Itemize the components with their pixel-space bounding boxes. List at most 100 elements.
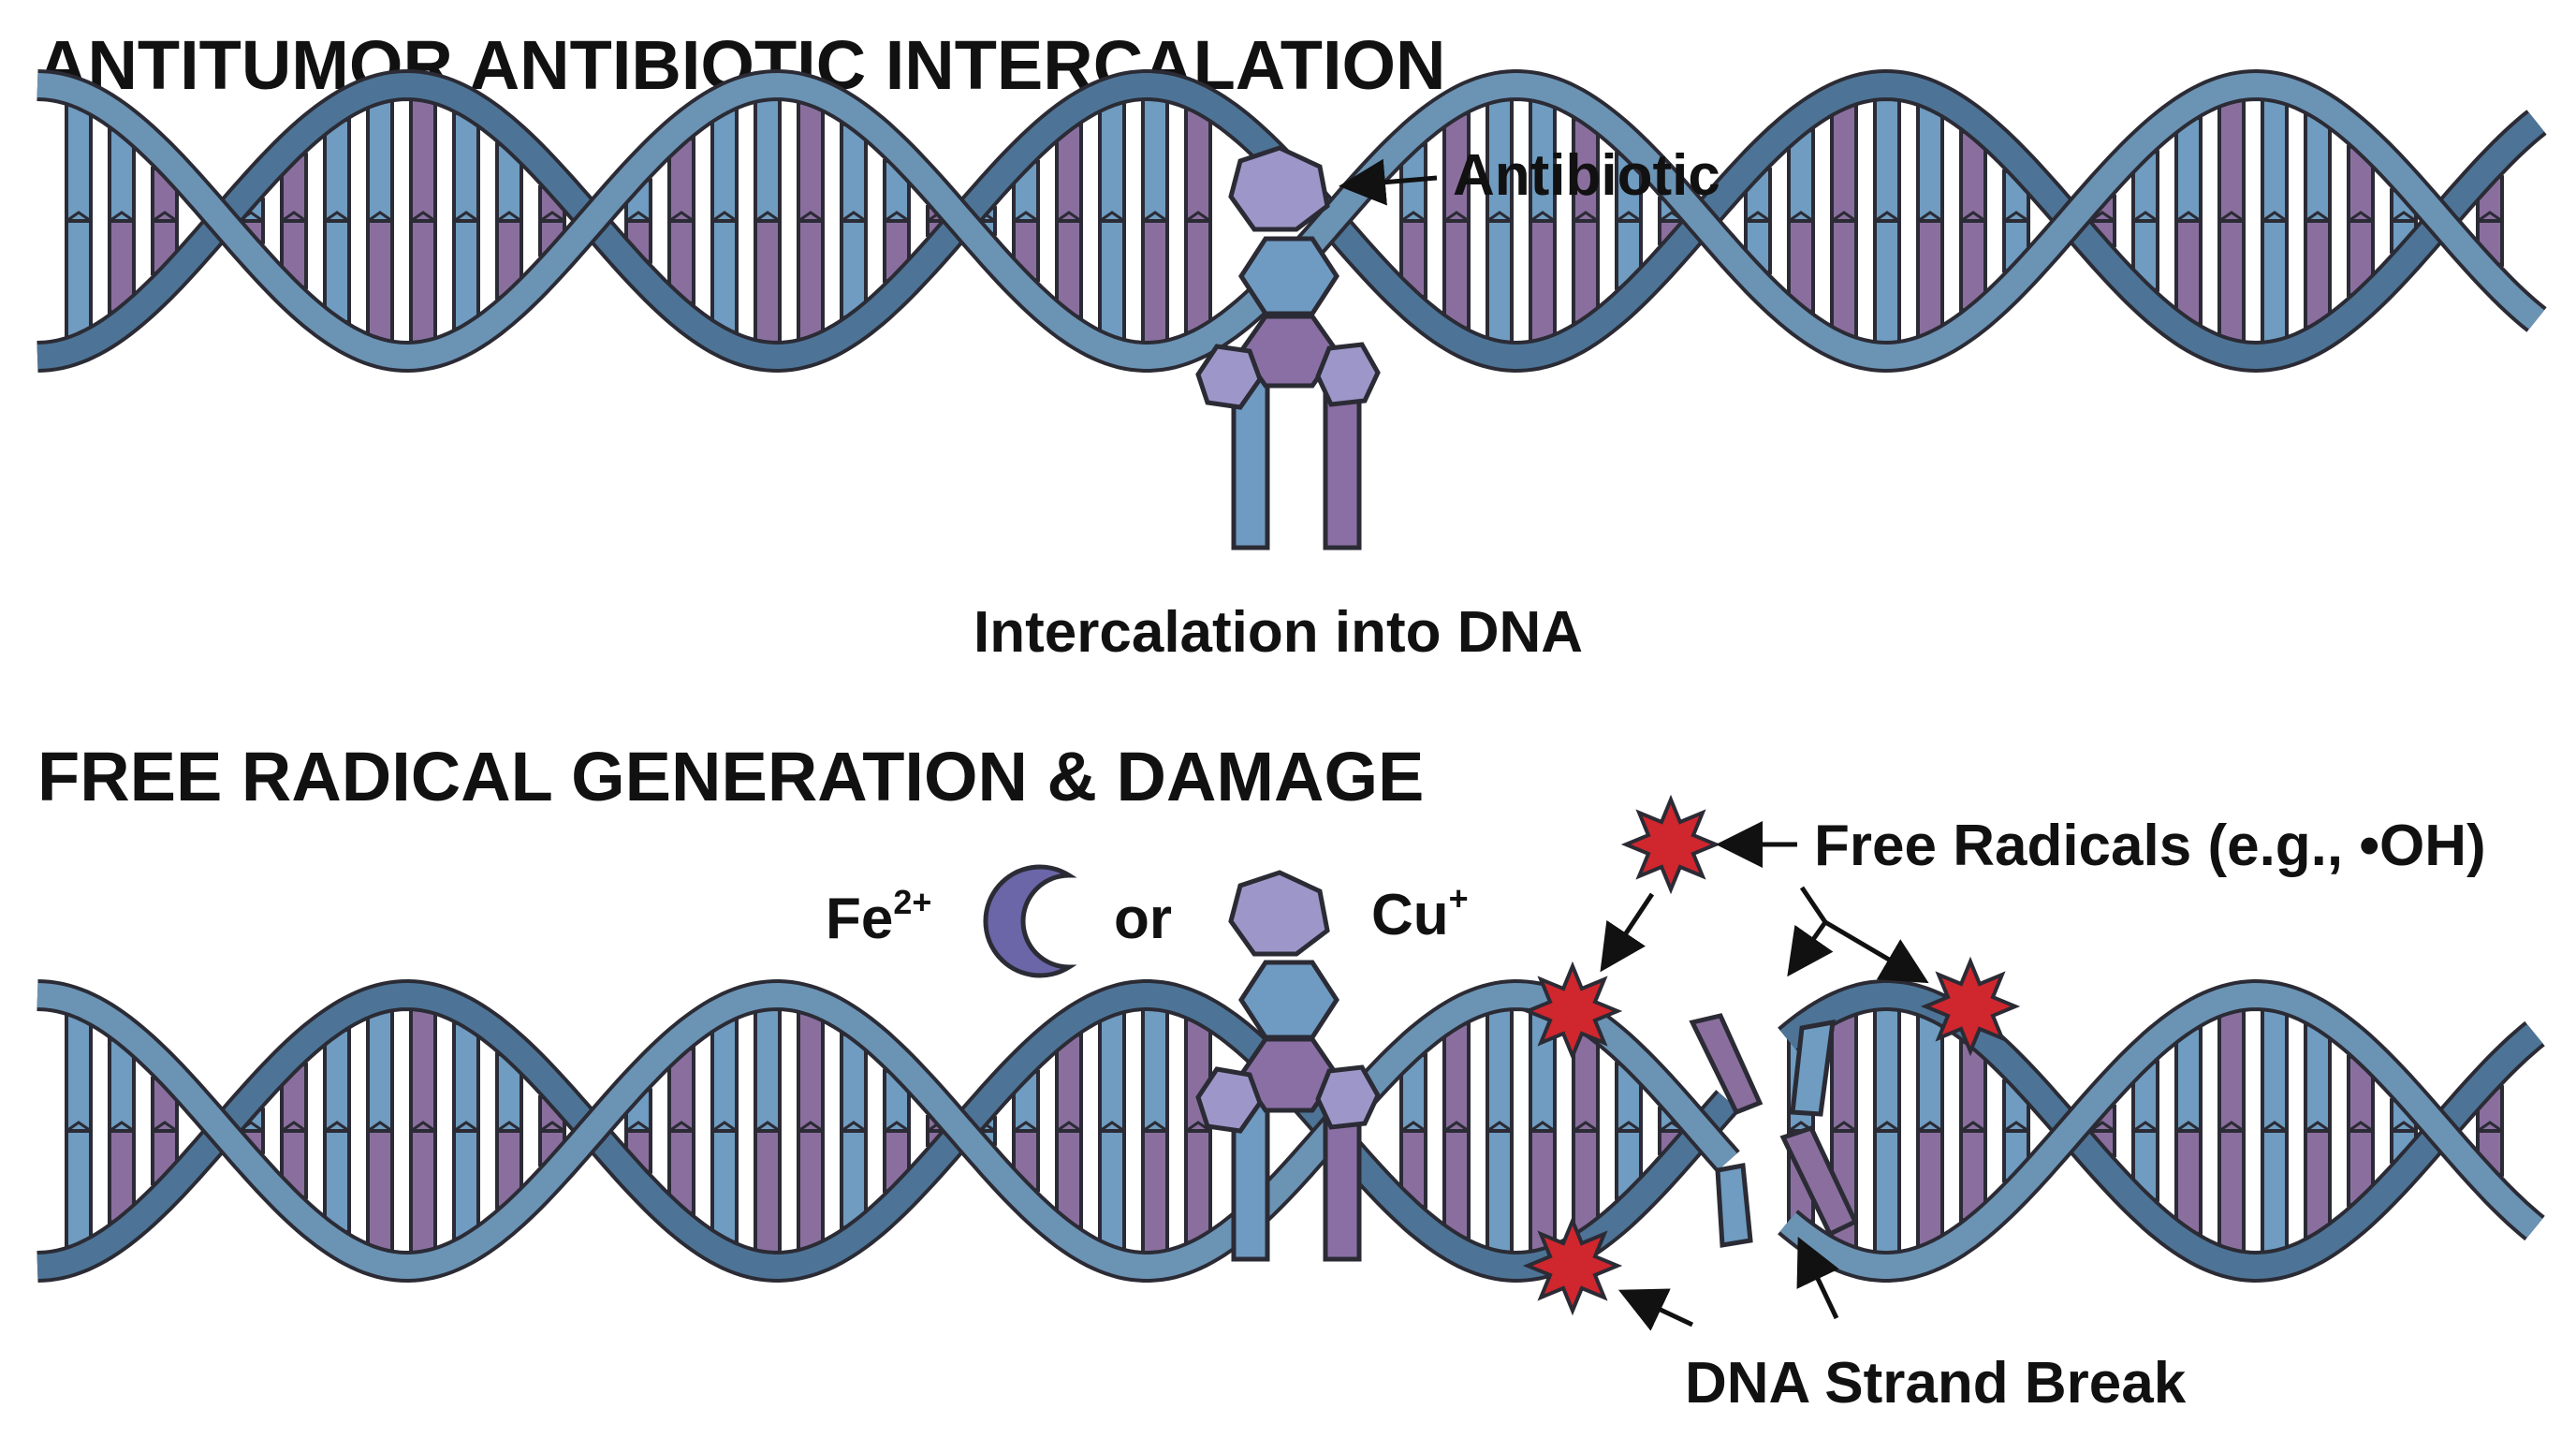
base-pair-upper: [2176, 1028, 2201, 1131]
base-pair-upper: [1100, 102, 1124, 221]
base-pair-upper: [798, 102, 823, 221]
base-pair-upper: [2262, 1008, 2287, 1131]
antibiotic-ring-middle: [1241, 239, 1337, 314]
base-pair-upper: [325, 120, 349, 221]
base-pair-upper: [2305, 1025, 2330, 1131]
base-pair-upper: [411, 1007, 435, 1131]
base-pair-upper: [66, 105, 91, 221]
branch-arrow-stem: [1802, 888, 1825, 922]
base-pair-lower: [1444, 1131, 1469, 1239]
or-label: or: [1114, 887, 1172, 951]
branch-arrow-left: [1793, 922, 1825, 969]
antibiotic-ring-top: [1231, 148, 1327, 229]
base-pair-lower: [1487, 221, 1512, 345]
base-pair-lower: [2305, 221, 2330, 327]
intercalation-panel: ANTITUMOR ANTIBIOTIC INTERCALATION Antib…: [37, 26, 2537, 665]
antibiotic-ring-middle: [1241, 962, 1337, 1037]
base-pair-upper: [1875, 1006, 1899, 1131]
base-pair-upper: [712, 110, 737, 221]
free-radical-star-icon: [1925, 961, 2015, 1051]
base-pair-lower: [1875, 1131, 1899, 1255]
base-pair-upper: [755, 96, 780, 221]
base-pair-lower: [712, 221, 737, 332]
base-pair-lower: [1918, 1131, 1942, 1246]
base-pair-lower: [1918, 221, 1942, 336]
base-pair-lower: [1875, 221, 1899, 345]
base-pair-upper: [1487, 1007, 1512, 1131]
antibiotic-label: Antibiotic: [1453, 143, 1720, 208]
branch-arrow-right: [1825, 922, 1921, 978]
base-pair-lower: [1100, 221, 1124, 340]
base-pair-upper: [1100, 1012, 1124, 1131]
base-pair-upper: [454, 113, 478, 221]
base-pair-upper: [2219, 99, 2244, 221]
base-pair-lower: [2176, 1131, 2201, 1234]
base-pair-upper: [1875, 96, 1899, 221]
base-pair-upper: [368, 100, 392, 221]
radical-to-radical-arrow: [1605, 894, 1652, 964]
antibiotic-ring-side-right: [1318, 345, 1378, 404]
base-pair-lower: [2305, 1131, 2330, 1237]
antibiotic-ring-top: [1231, 873, 1327, 954]
base-pair-lower: [1832, 221, 1856, 337]
strand-break-label: DNA Strand Break: [1685, 1351, 2187, 1416]
base-pair-upper: [712, 1020, 737, 1131]
base-pair-upper: [1918, 1016, 1942, 1131]
base-pair-lower: [755, 1131, 780, 1255]
base-pair-lower: [2219, 1131, 2244, 1253]
base-pair-lower: [2262, 1131, 2287, 1254]
base-pair-upper: [798, 1012, 823, 1131]
base-pair-lower: [2176, 221, 2201, 324]
base-pair-lower: [1487, 1131, 1512, 1255]
base-pair-lower: [325, 1131, 349, 1232]
base-pair-upper: [1143, 1006, 1167, 1131]
base-pair-lower: [712, 1131, 737, 1242]
base-pair-lower: [755, 221, 780, 345]
base-pair-lower: [66, 1131, 91, 1247]
base-pair-lower: [325, 221, 349, 322]
base-pair-upper: [1186, 110, 1210, 221]
base-pair-lower: [66, 221, 91, 337]
base-pair-upper: [325, 1030, 349, 1131]
base-pair-lower: [1573, 1131, 1598, 1233]
base-pair-upper: [2176, 118, 2201, 221]
antibiotic-ring-side-right: [1318, 1067, 1378, 1127]
base-pair-upper: [1444, 1023, 1469, 1131]
radical-title: FREE RADICAL GENERATION & DAMAGE: [37, 738, 1424, 815]
broken-base-fragment-2: [1718, 1166, 1750, 1245]
radical-damage-panel: FREE RADICAL GENERATION & DAMAGE Fe2+ or…: [37, 738, 2535, 1416]
base-pair-lower: [1530, 221, 1555, 342]
base-pair-upper: [1832, 105, 1856, 221]
base-pair-lower: [1143, 221, 1167, 345]
fe-ion-label: Fe2+: [826, 883, 931, 951]
base-pair-lower: [368, 221, 392, 342]
base-pair-upper: [755, 1006, 780, 1131]
intercalation-caption: Intercalation into DNA: [973, 600, 1583, 665]
free-radical-star-icon: [1528, 966, 1617, 1056]
base-pair-upper: [2305, 115, 2330, 221]
base-pair-lower: [454, 1131, 478, 1239]
base-pair-upper: [1918, 106, 1942, 221]
cu-ion-label: Cu+: [1371, 879, 1469, 947]
free-radicals-label: Free Radicals (e.g., •OH): [1814, 814, 2486, 878]
base-pair-upper: [66, 1015, 91, 1131]
base-pair-lower: [411, 221, 435, 345]
base-pair-lower: [798, 221, 823, 340]
free-radical-star-icon: [1528, 1221, 1617, 1311]
base-pair-upper: [1143, 96, 1167, 221]
base-pair-lower: [1186, 1131, 1210, 1242]
base-pair-lower: [2262, 221, 2287, 344]
base-pair-upper: [2219, 1009, 2244, 1131]
base-pair-lower: [1444, 221, 1469, 329]
metal-ion-crescent-icon: [986, 867, 1069, 976]
base-pair-lower: [368, 1131, 392, 1252]
base-pair-upper: [2262, 98, 2287, 221]
base-pair-upper: [368, 1010, 392, 1131]
base-pair-lower: [1143, 1131, 1167, 1255]
strand-break-arrow-radical: [1627, 1294, 1692, 1325]
base-pair-lower: [411, 1131, 435, 1255]
base-pair-lower: [1186, 221, 1210, 332]
base-pair-lower: [2219, 221, 2244, 343]
base-pair-upper: [411, 97, 435, 221]
